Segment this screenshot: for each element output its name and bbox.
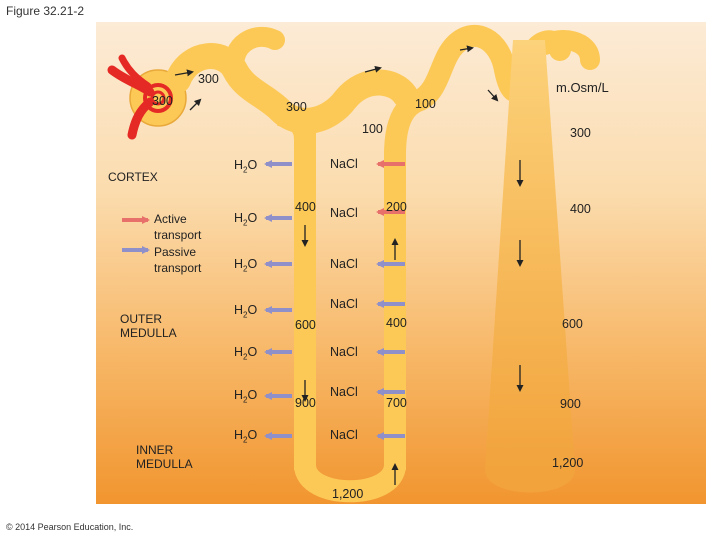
water-label: H2O <box>234 257 258 274</box>
proximal-tubule <box>165 43 418 134</box>
value-1200-collecting: 1,200 <box>552 456 584 470</box>
region-outer-medulla: OUTER MEDULLA <box>120 312 177 340</box>
flow-arrows <box>174 45 524 485</box>
collecting-duct <box>485 40 575 470</box>
value-400-descending: 400 <box>295 200 316 214</box>
legend-passive: Passive transport <box>154 244 201 276</box>
region-cortex: CORTEX <box>108 170 158 184</box>
region-outer-medulla-line1: OUTER <box>120 312 162 326</box>
water-label: H2O <box>234 345 258 362</box>
flow-arrow <box>487 89 499 102</box>
units-label: m.Osm/L <box>556 80 609 95</box>
flow-arrow <box>364 65 382 73</box>
value-600-collecting: 600 <box>562 317 583 331</box>
legend-passive-line1: Passive <box>154 245 197 259</box>
region-outer-medulla-line2: MEDULLA <box>120 326 177 340</box>
value-300-loop-top: 300 <box>286 100 307 114</box>
legend-active-line2: transport <box>154 228 202 242</box>
nacl-label: NaCl <box>330 345 358 359</box>
water-label: H2O <box>234 211 258 228</box>
flow-arrow <box>189 98 202 111</box>
water-arrows <box>264 160 292 440</box>
region-inner-medulla: INNER MEDULLA <box>136 443 193 471</box>
value-1200-loop-bottom: 1,200 <box>332 487 364 501</box>
value-600-descending: 600 <box>295 318 316 332</box>
water-label: H2O <box>234 158 258 175</box>
flow-arrow <box>174 69 194 77</box>
copyright: © 2014 Pearson Education, Inc. <box>6 522 134 532</box>
value-300-capsule: 300 <box>198 72 219 86</box>
value-900-descending: 900 <box>295 396 316 410</box>
nacl-label: NaCl <box>330 206 358 220</box>
legend-passive-line2: transport <box>154 261 202 275</box>
nacl-label: NaCl <box>330 157 358 171</box>
nacl-label: NaCl <box>330 257 358 271</box>
flow-arrow <box>459 45 474 53</box>
value-400-collecting: 400 <box>570 202 591 216</box>
nacl-label: NaCl <box>330 428 358 442</box>
blood-vessel <box>107 54 173 140</box>
value-100-ascending-top: 100 <box>362 122 383 136</box>
region-inner-medulla-line1: INNER <box>136 443 174 457</box>
nacl-label: NaCl <box>330 385 358 399</box>
nacl-label: NaCl <box>330 297 358 311</box>
water-label: H2O <box>234 388 258 405</box>
nacl-arrows <box>376 160 405 440</box>
region-inner-medulla-line2: MEDULLA <box>136 457 193 471</box>
value-200-ascending: 200 <box>386 200 407 214</box>
nephron-tubule <box>129 24 600 503</box>
water-label: H2O <box>234 303 258 320</box>
value-100-distal: 100 <box>415 97 436 111</box>
value-900-collecting: 900 <box>560 397 581 411</box>
loop-bend <box>294 462 406 503</box>
legend-active-line1: Active <box>154 212 187 226</box>
figure-title: Figure 32.21-2 <box>6 4 85 18</box>
value-300-collecting-top: 300 <box>570 126 591 140</box>
value-400-ascending: 400 <box>386 316 407 330</box>
value-300-glomerulus: 300 <box>152 94 173 108</box>
legend-active: Active transport <box>154 211 201 243</box>
water-label: H2O <box>234 428 258 445</box>
value-700-ascending: 700 <box>386 396 407 410</box>
